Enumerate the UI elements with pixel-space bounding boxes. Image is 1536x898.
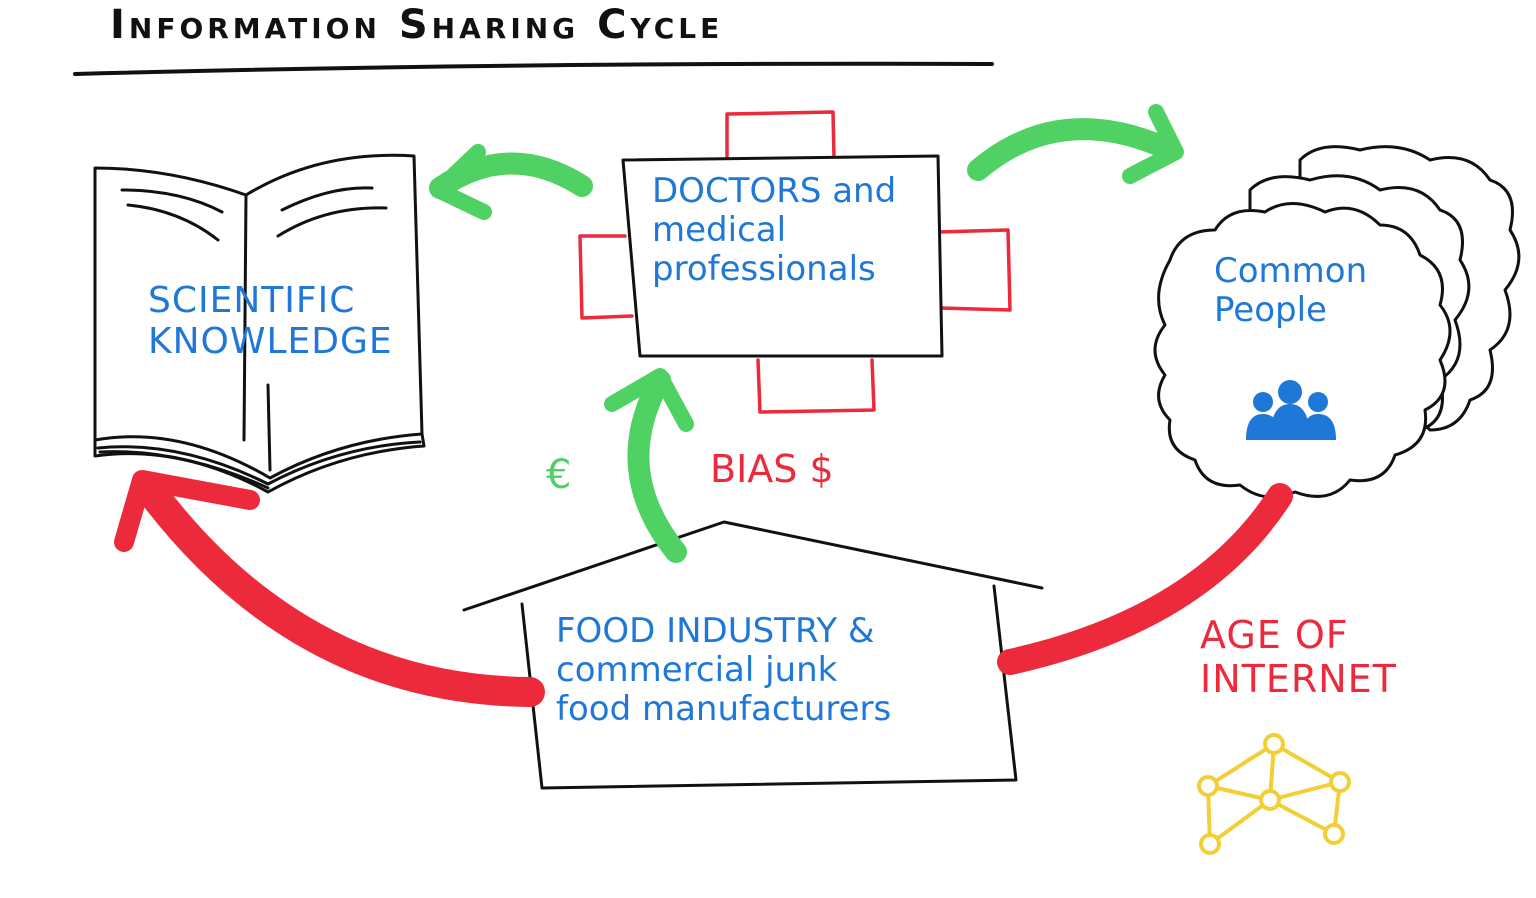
arrow-doctors-to-knowledge-head bbox=[430, 144, 492, 220]
network-icon bbox=[1197, 733, 1351, 855]
node-label: Common bbox=[1214, 251, 1368, 291]
arrow-industry-to-doctors-head bbox=[604, 368, 694, 432]
node-label: People bbox=[1214, 290, 1327, 331]
red-arrows bbox=[114, 470, 1293, 707]
euro-symbol: € bbox=[546, 452, 572, 498]
node-label: commercial junk bbox=[556, 650, 838, 691]
cloud-icon bbox=[1153, 145, 1521, 499]
arrow-industry-to-knowledge bbox=[135, 475, 545, 707]
age-of-internet-label: AGE OF INTERNET bbox=[1200, 613, 1440, 701]
node-label: medical bbox=[652, 210, 787, 251]
green-arrows bbox=[429, 104, 1184, 563]
arrow-people-to-industry bbox=[997, 483, 1293, 675]
node-label: FOOD INDUSTRY & bbox=[556, 611, 875, 651]
bias-label: BIAS $ bbox=[710, 447, 834, 491]
arrow-industry-to-doctors bbox=[627, 369, 687, 563]
age-label-line: AGE OF bbox=[1200, 613, 1349, 657]
open-book-icon bbox=[93, 153, 426, 494]
page-title: Information Sharing Cycle bbox=[110, 2, 724, 48]
node-label: KNOWLEDGE bbox=[148, 321, 393, 363]
node-doctors: DOCTORS and medical professionals bbox=[652, 171, 932, 290]
title-underline bbox=[73, 61, 994, 76]
table-icon bbox=[578, 110, 1012, 414]
arrow-doctors-to-people-head bbox=[1122, 104, 1184, 184]
node-label: SCIENTIFIC bbox=[148, 280, 356, 321]
people-icon bbox=[1246, 380, 1336, 440]
age-label-line: INTERNET bbox=[1200, 656, 1397, 701]
node-food-industry: FOOD INDUSTRY & commercial junk food man… bbox=[556, 611, 986, 730]
arrow-doctors-to-people bbox=[967, 118, 1181, 181]
node-scientific-knowledge: SCIENTIFIC KNOWLEDGE bbox=[148, 280, 393, 363]
arrow-industry-to-knowledge-head bbox=[114, 470, 260, 552]
node-label: food manufacturers bbox=[556, 689, 892, 730]
node-label: DOCTORS and bbox=[652, 171, 897, 211]
node-label: professionals bbox=[652, 249, 876, 290]
node-common-people: Common People bbox=[1214, 251, 1414, 331]
